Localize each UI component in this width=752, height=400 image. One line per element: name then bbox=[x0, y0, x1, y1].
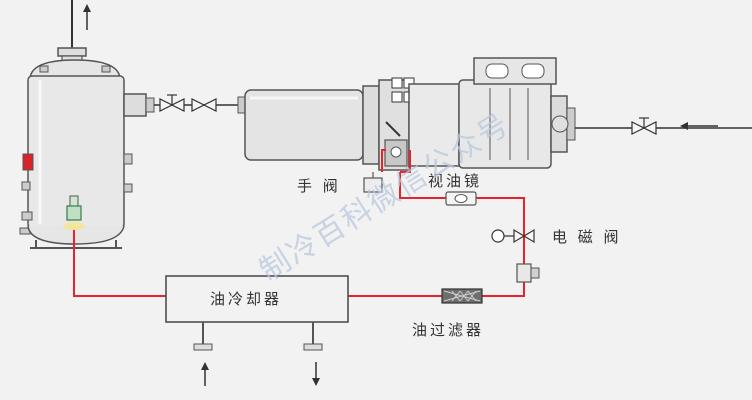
label-solenoid-valve: 电 磁 阀 bbox=[552, 228, 622, 246]
solenoid-valve bbox=[491, 228, 535, 244]
oil-line-sightglass-to-compressor bbox=[399, 172, 446, 199]
oil-line-solenoid-to-sightglass bbox=[476, 197, 525, 264]
label-oil-filter: 油过滤器 bbox=[412, 321, 484, 339]
up-arrow-icon bbox=[201, 362, 209, 370]
up-arrow-icon bbox=[83, 4, 91, 12]
suction-line bbox=[575, 117, 752, 135]
label-sight-glass: 视油镜 bbox=[428, 172, 482, 190]
oil-filter bbox=[441, 288, 483, 304]
compressor-housing bbox=[244, 89, 364, 161]
cooler-water-inlet bbox=[193, 343, 213, 351]
separator-outlet bbox=[123, 93, 147, 117]
oil-sight-glass bbox=[445, 191, 477, 206]
separator-top-dome bbox=[29, 59, 121, 79]
down-arrow-icon bbox=[312, 378, 320, 386]
suction-stop-valve-icon bbox=[631, 121, 646, 135]
discharge-line bbox=[154, 94, 246, 114]
oil-line-filter-to-solenoid bbox=[482, 280, 525, 297]
screw-compressor bbox=[244, 57, 576, 171]
oil-filter-element bbox=[516, 263, 540, 283]
cooler-water-outlet bbox=[303, 343, 323, 351]
level-indicator bbox=[22, 153, 34, 171]
left-arrow-icon bbox=[680, 122, 688, 130]
label-oil-cooler: 油冷却器 bbox=[210, 290, 282, 308]
check-valve-icon bbox=[191, 98, 206, 112]
hand-valve bbox=[363, 172, 383, 193]
oil-cooler-box bbox=[165, 275, 349, 323]
top-flange bbox=[57, 47, 87, 57]
label-hand-valve: 手 阀 bbox=[297, 177, 341, 195]
oil-line-to-cooler bbox=[73, 230, 166, 297]
oil-circuit bbox=[73, 149, 525, 297]
oil-outlet-valve bbox=[66, 205, 82, 221]
solenoid-valve-icon bbox=[513, 228, 526, 244]
motor-end-cap bbox=[408, 83, 460, 167]
stop-valve-icon bbox=[159, 98, 174, 112]
oil-cooler bbox=[165, 275, 349, 386]
oil-separator bbox=[19, 0, 155, 249]
vertical-filter-icon bbox=[516, 263, 532, 283]
solenoid-coil-icon bbox=[491, 229, 505, 243]
